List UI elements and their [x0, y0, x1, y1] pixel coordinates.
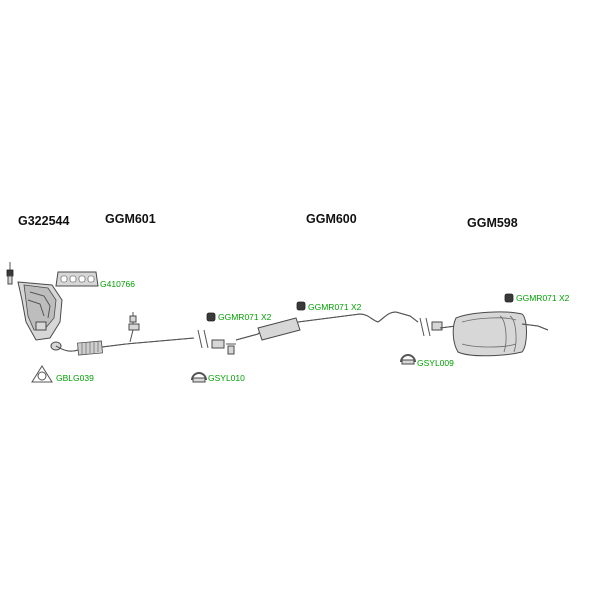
- clamp-gsyl009[interactable]: [400, 354, 416, 365]
- label-rear-section: GGM598: [467, 216, 518, 230]
- label-front-section: GGM601: [105, 212, 156, 226]
- front-pipe[interactable]: [55, 312, 195, 356]
- label-center-section: GGM600: [306, 212, 357, 226]
- catalytic-converter[interactable]: [6, 262, 63, 351]
- part-label-mount-rear: GGMR071 X2: [516, 293, 570, 303]
- clamp-gsyl010[interactable]: [191, 372, 207, 383]
- label-catalyst: G322544: [18, 214, 69, 228]
- part-label-clamp-b: GSYL009: [417, 358, 454, 368]
- part-label-mount-center-2: GGMR071 X2: [308, 302, 362, 312]
- center-silencer[interactable]: [235, 311, 419, 341]
- rubber-mount-center-2[interactable]: [296, 301, 306, 311]
- rubber-mount-rear[interactable]: [504, 293, 514, 303]
- manifold-gasket[interactable]: [55, 271, 99, 287]
- part-label-clamp-a: GSYL010: [208, 373, 245, 383]
- flange-gasket[interactable]: [31, 365, 53, 383]
- joint-clamp-1[interactable]: [197, 329, 236, 355]
- joint-clamp-2[interactable]: [419, 317, 443, 337]
- part-label-mount-center-1: GGMR071 X2: [218, 312, 272, 322]
- part-label-gasket-front: G410766: [100, 279, 135, 289]
- part-label-flange-gasket: GBLG039: [56, 373, 94, 383]
- rubber-mount-center-1[interactable]: [206, 312, 216, 322]
- rear-silencer[interactable]: [439, 311, 549, 357]
